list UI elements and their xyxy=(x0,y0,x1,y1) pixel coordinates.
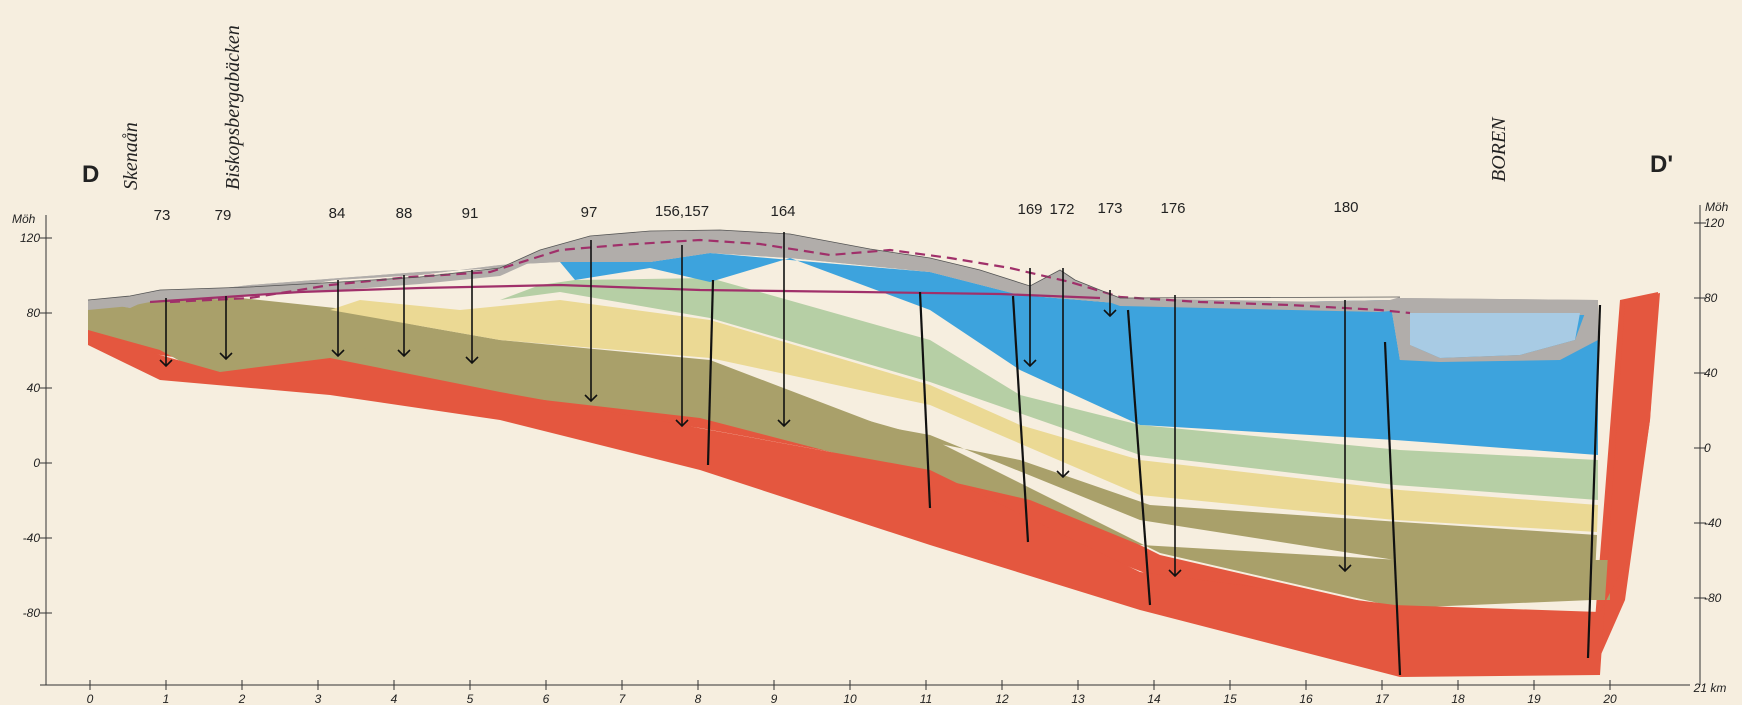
section-start-label: D xyxy=(82,161,99,188)
ground-surface-line xyxy=(87,229,1401,301)
lake-sediment xyxy=(1400,313,1598,362)
x-tick-label: 16 xyxy=(1299,692,1313,705)
x-tick-label: 3 xyxy=(315,692,322,705)
x-tick-label: 8 xyxy=(695,692,702,705)
borehole-label: 97 xyxy=(581,204,598,221)
y-tick-label: 80 xyxy=(27,306,41,320)
fault-2 xyxy=(918,291,932,509)
x-tick-label: 15 xyxy=(1223,692,1237,705)
x-tick-label: 0 xyxy=(87,692,94,705)
surface-cap xyxy=(88,232,1598,360)
x-tick-label: 12 xyxy=(995,692,1009,705)
x-tick-label: 20 xyxy=(1602,692,1617,705)
x-tick-label: 11 xyxy=(920,692,932,705)
x-tick-label: 19 xyxy=(1527,692,1541,705)
y-tick-label: 0 xyxy=(33,456,40,470)
y-tick-label: 80 xyxy=(1704,291,1718,305)
borehole-label: 73 xyxy=(154,207,171,224)
y-tick-label: 40 xyxy=(1704,366,1718,380)
borehole-label: 176 xyxy=(1160,200,1185,217)
x-axis-unit: 21 km xyxy=(1693,681,1727,695)
olive-main xyxy=(88,300,1597,575)
left-y-axis-labels: 120 80 40 0 -40 -80 xyxy=(20,231,40,620)
x-tick-label: 14 xyxy=(1147,692,1161,705)
borehole-label: 169 xyxy=(1017,201,1042,218)
y-tick-label: -40 xyxy=(1704,516,1722,530)
fault-1 xyxy=(706,279,715,466)
x-tick-label: 1 xyxy=(163,692,170,705)
fault-6 xyxy=(1586,304,1602,659)
left-y-axis-ticks xyxy=(40,237,52,614)
olive-layer xyxy=(88,290,1610,608)
groundwater-dashed-line xyxy=(169,238,1411,315)
borehole-label: 173 xyxy=(1097,200,1122,217)
x-tick-label: 2 xyxy=(238,692,246,705)
x-tick-label: 17 xyxy=(1375,692,1390,705)
y-tick-label: 40 xyxy=(27,381,41,395)
borehole-label: 156,157 xyxy=(655,203,709,220)
borehole-label: 79 xyxy=(215,207,232,224)
section-end-label: D' xyxy=(1650,151,1673,178)
y-tick-label: 120 xyxy=(20,231,40,245)
water-table-line xyxy=(149,283,1101,304)
y-tick-label: -40 xyxy=(23,531,41,545)
borehole-label: 84 xyxy=(329,205,346,222)
borehole-lines xyxy=(159,232,1352,578)
right-y-axis-ticks xyxy=(1694,222,1706,599)
borehole-label: 172 xyxy=(1049,201,1074,218)
x-axis-ticks xyxy=(89,680,1611,690)
x-tick-label: 7 xyxy=(619,692,627,705)
x-tick-label: 6 xyxy=(543,692,550,705)
left-y-axis-unit: Möh xyxy=(12,212,36,226)
borehole-label: 180 xyxy=(1333,199,1358,216)
place-name-skenaan: Skenaån xyxy=(120,122,142,190)
x-tick-label: 5 xyxy=(467,692,474,705)
y-tick-label: -80 xyxy=(1704,591,1722,605)
fault-3 xyxy=(1011,295,1030,543)
green-layer xyxy=(500,278,1598,500)
x-tick-label: 9 xyxy=(771,692,778,705)
borehole-labels: 73 79 84 88 91 97 156,157 164 169 172 17… xyxy=(154,199,1359,224)
x-tick-label: 18 xyxy=(1451,692,1465,705)
x-tick-label: 13 xyxy=(1071,692,1085,705)
faults xyxy=(706,279,1602,676)
yellow-layer xyxy=(330,300,1598,532)
bedrock-band xyxy=(88,293,1660,677)
x-tick-label: 10 xyxy=(843,692,857,705)
right-y-axis-labels: 120 80 40 0 -40 -80 xyxy=(1704,216,1724,605)
place-name-biskopsbergabacken: Biskopsbergabäcken xyxy=(222,25,244,190)
y-tick-label: -80 xyxy=(23,606,41,620)
x-axis-labels: 0 1 2 3 4 5 6 7 8 9 10 11 12 13 14 15 16… xyxy=(87,692,1617,705)
borehole-label: 164 xyxy=(770,203,795,220)
borehole-label: 88 xyxy=(396,205,413,222)
fault-5 xyxy=(1383,341,1402,676)
fault-4 xyxy=(1126,309,1152,606)
x-tick-label: 4 xyxy=(391,692,398,705)
y-tick-label: 0 xyxy=(1704,441,1711,455)
right-y-axis-unit: Möh xyxy=(1705,200,1729,214)
y-tick-label: 120 xyxy=(1704,216,1724,230)
place-name-boren: BOREN xyxy=(1488,116,1510,182)
lake-boren xyxy=(1410,313,1580,358)
borehole-label: 91 xyxy=(462,205,479,222)
